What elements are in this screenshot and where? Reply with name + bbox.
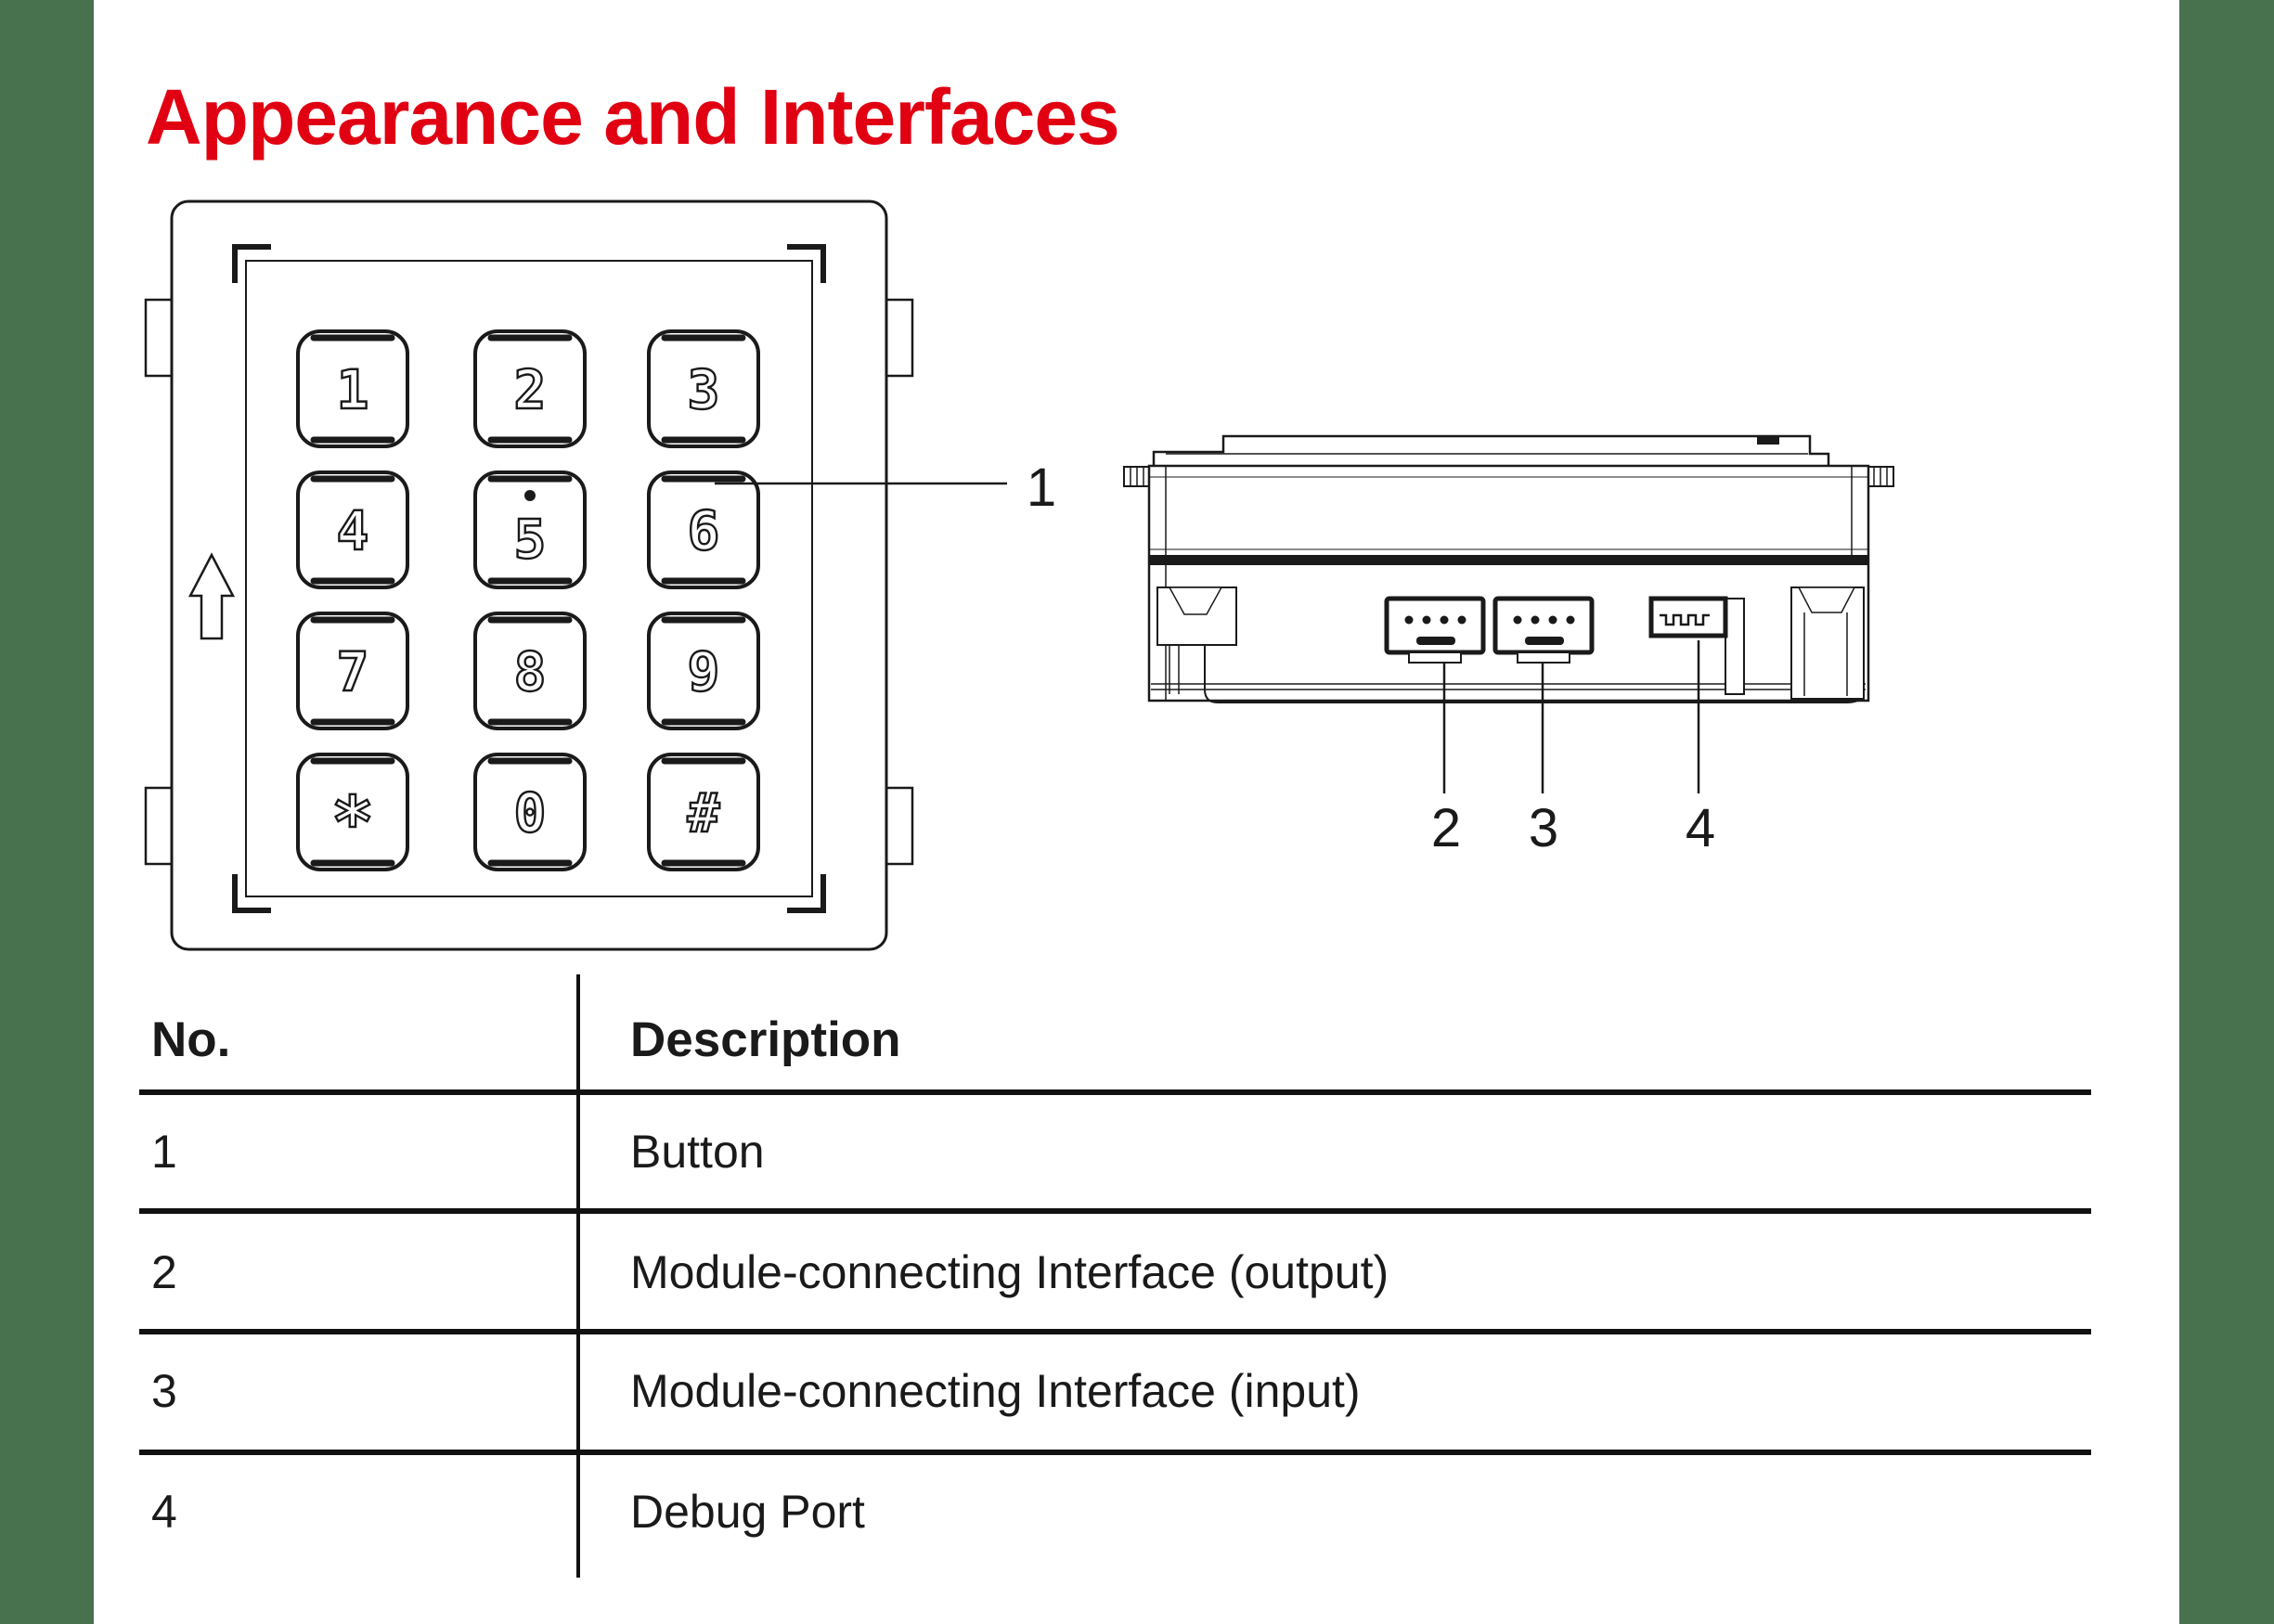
corner-bracket xyxy=(787,874,826,913)
keypad-panel xyxy=(245,260,813,897)
svg-text:7: 7 xyxy=(337,640,369,703)
keypad-key: # xyxy=(647,753,760,871)
callout-4-label: 4 xyxy=(1686,798,1715,858)
table-row-divider xyxy=(139,1450,2091,1455)
left-margin-bar xyxy=(0,0,94,1624)
table-cell-description: Module-connecting Interface (input) xyxy=(630,1365,1361,1417)
module-connecting-interface-input xyxy=(1492,596,1595,664)
side-view-diagram: 2 3 4 xyxy=(1123,434,1894,858)
screw-tab xyxy=(1123,466,1151,487)
table-row-divider xyxy=(139,1329,2091,1334)
module-body xyxy=(1147,464,1870,702)
table-cell-no: 2 xyxy=(151,1246,177,1298)
table-header-no: No. xyxy=(151,1012,231,1067)
callout-1-label: 1 xyxy=(1027,458,1056,518)
keypad-key: 1 xyxy=(296,329,409,448)
svg-text:4: 4 xyxy=(337,499,369,562)
table-cell-description: Debug Port xyxy=(630,1486,865,1538)
svg-text:3: 3 xyxy=(688,358,720,421)
svg-text:9: 9 xyxy=(688,640,720,703)
keypad-key-5: 5 xyxy=(473,470,587,589)
callout-2-label: 2 xyxy=(1431,798,1461,858)
table-row-divider xyxy=(139,1089,2091,1095)
keypad-key: 4 xyxy=(296,470,409,589)
keypad-key: 3 xyxy=(647,329,760,448)
gasket-band xyxy=(1149,555,1868,565)
corner-bracket xyxy=(232,244,271,283)
svg-text:1: 1 xyxy=(337,358,369,421)
right-margin-bar xyxy=(2179,0,2274,1624)
front-view-diagram: 1 2 3 4 5 xyxy=(144,200,1056,951)
svg-text:2: 2 xyxy=(514,358,547,421)
mounting-clip xyxy=(1156,586,1237,694)
corner-bracket xyxy=(232,874,271,913)
up-arrow-icon xyxy=(187,552,236,640)
svg-text:5: 5 xyxy=(514,508,547,571)
table-header-description: Description xyxy=(630,1012,901,1067)
tactile-dot xyxy=(524,490,536,501)
svg-text:*: * xyxy=(331,780,374,863)
keypad-key: 2 xyxy=(473,329,587,448)
svg-text:#: # xyxy=(688,781,720,844)
debug-port xyxy=(1648,596,1745,695)
keypad-key: 7 xyxy=(296,612,409,730)
lid-mark xyxy=(1757,437,1779,445)
screw-tab xyxy=(1867,466,1894,487)
page-title: Appearance and Interfaces xyxy=(146,73,1120,161)
table-row-divider xyxy=(139,1208,2091,1214)
table-cell-no: 4 xyxy=(151,1486,177,1538)
corner-bracket xyxy=(787,244,826,283)
keypad-key: 8 xyxy=(473,612,587,730)
keypad-key: 9 xyxy=(647,612,760,730)
module-lid xyxy=(1152,434,1830,466)
svg-text:8: 8 xyxy=(514,640,547,703)
keypad-key-6: 6 xyxy=(647,470,760,589)
module-connecting-interface-output xyxy=(1384,596,1486,664)
table-cell-no: 3 xyxy=(151,1365,177,1417)
table-cell-description: Module-connecting Interface (output) xyxy=(630,1246,1389,1298)
callout-3-label: 3 xyxy=(1529,798,1558,858)
mounting-clip xyxy=(1790,586,1865,700)
table-cell-description: Button xyxy=(630,1126,765,1178)
table-column-divider xyxy=(576,974,580,1578)
keypad-key: * xyxy=(296,753,409,871)
table-cell-no: 1 xyxy=(151,1126,177,1178)
svg-text:6: 6 xyxy=(688,499,720,562)
keypad-key: 0 xyxy=(473,753,587,871)
svg-text:0: 0 xyxy=(514,781,547,844)
